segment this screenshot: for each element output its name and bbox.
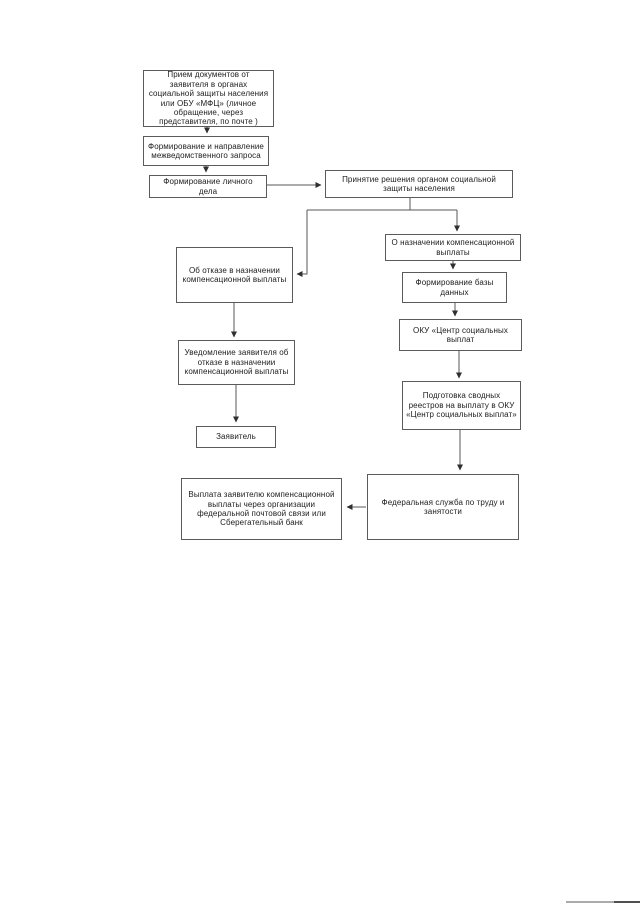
node-payments-center: ОКУ «Центр социальных выплат (399, 319, 522, 351)
page-edge-artifact-dark (614, 901, 640, 903)
node-notify-refusal: Уведомление заявителя об отказе в назнач… (178, 340, 295, 385)
node-assignment: О назначении компенсационной выплаты (385, 234, 521, 261)
node-federal-service: Федеральная служба по труду и занятости (367, 474, 519, 540)
node-payment-to-applicant: Выплата заявителю компенсационной выплат… (181, 478, 342, 540)
node-prepare-registers: Подготовка сводных реестров на выплату в… (402, 381, 521, 430)
node-applicant: Заявитель (196, 426, 276, 448)
node-refusal: Об отказе в назначении компенсационной в… (176, 247, 293, 303)
node-receive-documents: Прием документов от заявителя в органах … (143, 70, 274, 127)
node-decision: Принятие решения органом социальной защи… (325, 170, 513, 198)
node-form-request: Формирование и направление межведомствен… (143, 136, 269, 166)
page-edge-artifact-light (566, 901, 616, 903)
node-form-database: Формирование базы данных (402, 272, 507, 303)
node-form-personal-file: Формирование личного дела (149, 175, 267, 198)
